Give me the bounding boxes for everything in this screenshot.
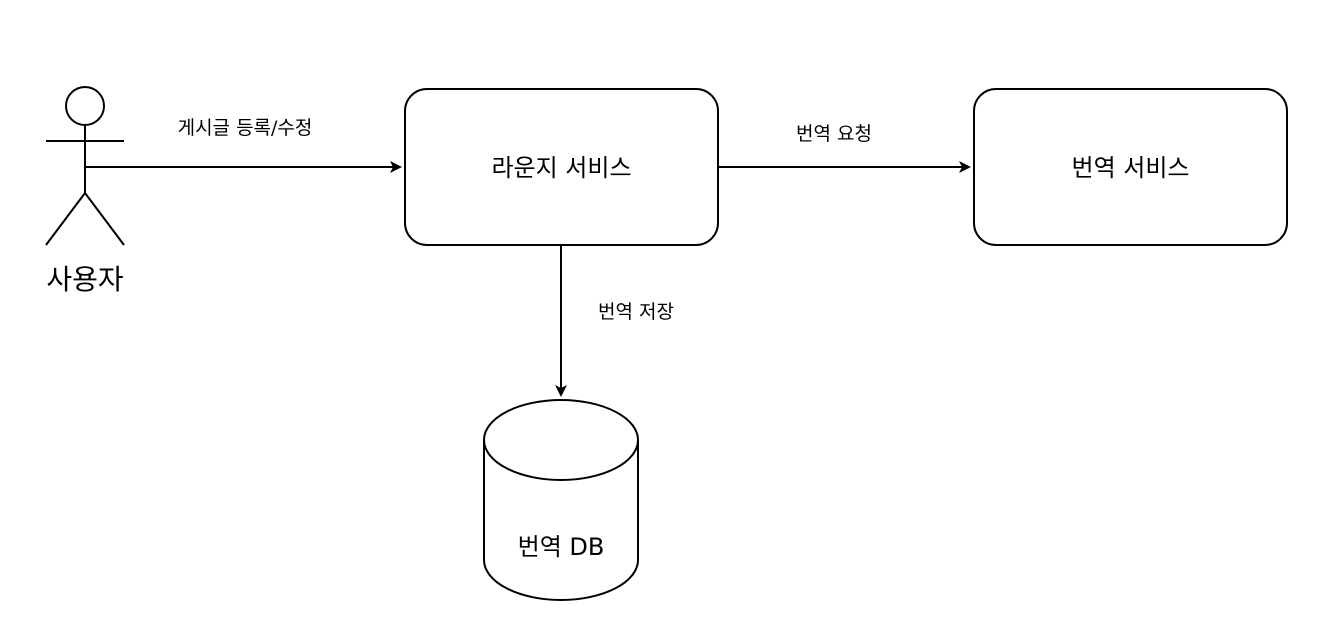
actor-left-leg — [45, 192, 86, 246]
user-actor-icon — [45, 86, 125, 246]
actor-head — [65, 86, 105, 126]
lounge-service-label: 라운지 서비스 — [491, 154, 631, 182]
db-body — [483, 440, 639, 601]
translation-service-label: 번역 서비스 — [1071, 154, 1189, 182]
translation-db-label: 번역 DB — [518, 533, 605, 561]
translation-db-node — [483, 399, 639, 601]
edge-request-label: 번역 요청 — [796, 123, 872, 145]
edge-save-label: 번역 저장 — [598, 301, 674, 323]
db-top — [483, 399, 639, 481]
translation-service-node — [973, 88, 1288, 246]
actor-right-leg — [84, 192, 125, 246]
edge-post-label: 게시글 등록/수정 — [178, 117, 313, 139]
user-label: 사용자 — [46, 263, 123, 296]
